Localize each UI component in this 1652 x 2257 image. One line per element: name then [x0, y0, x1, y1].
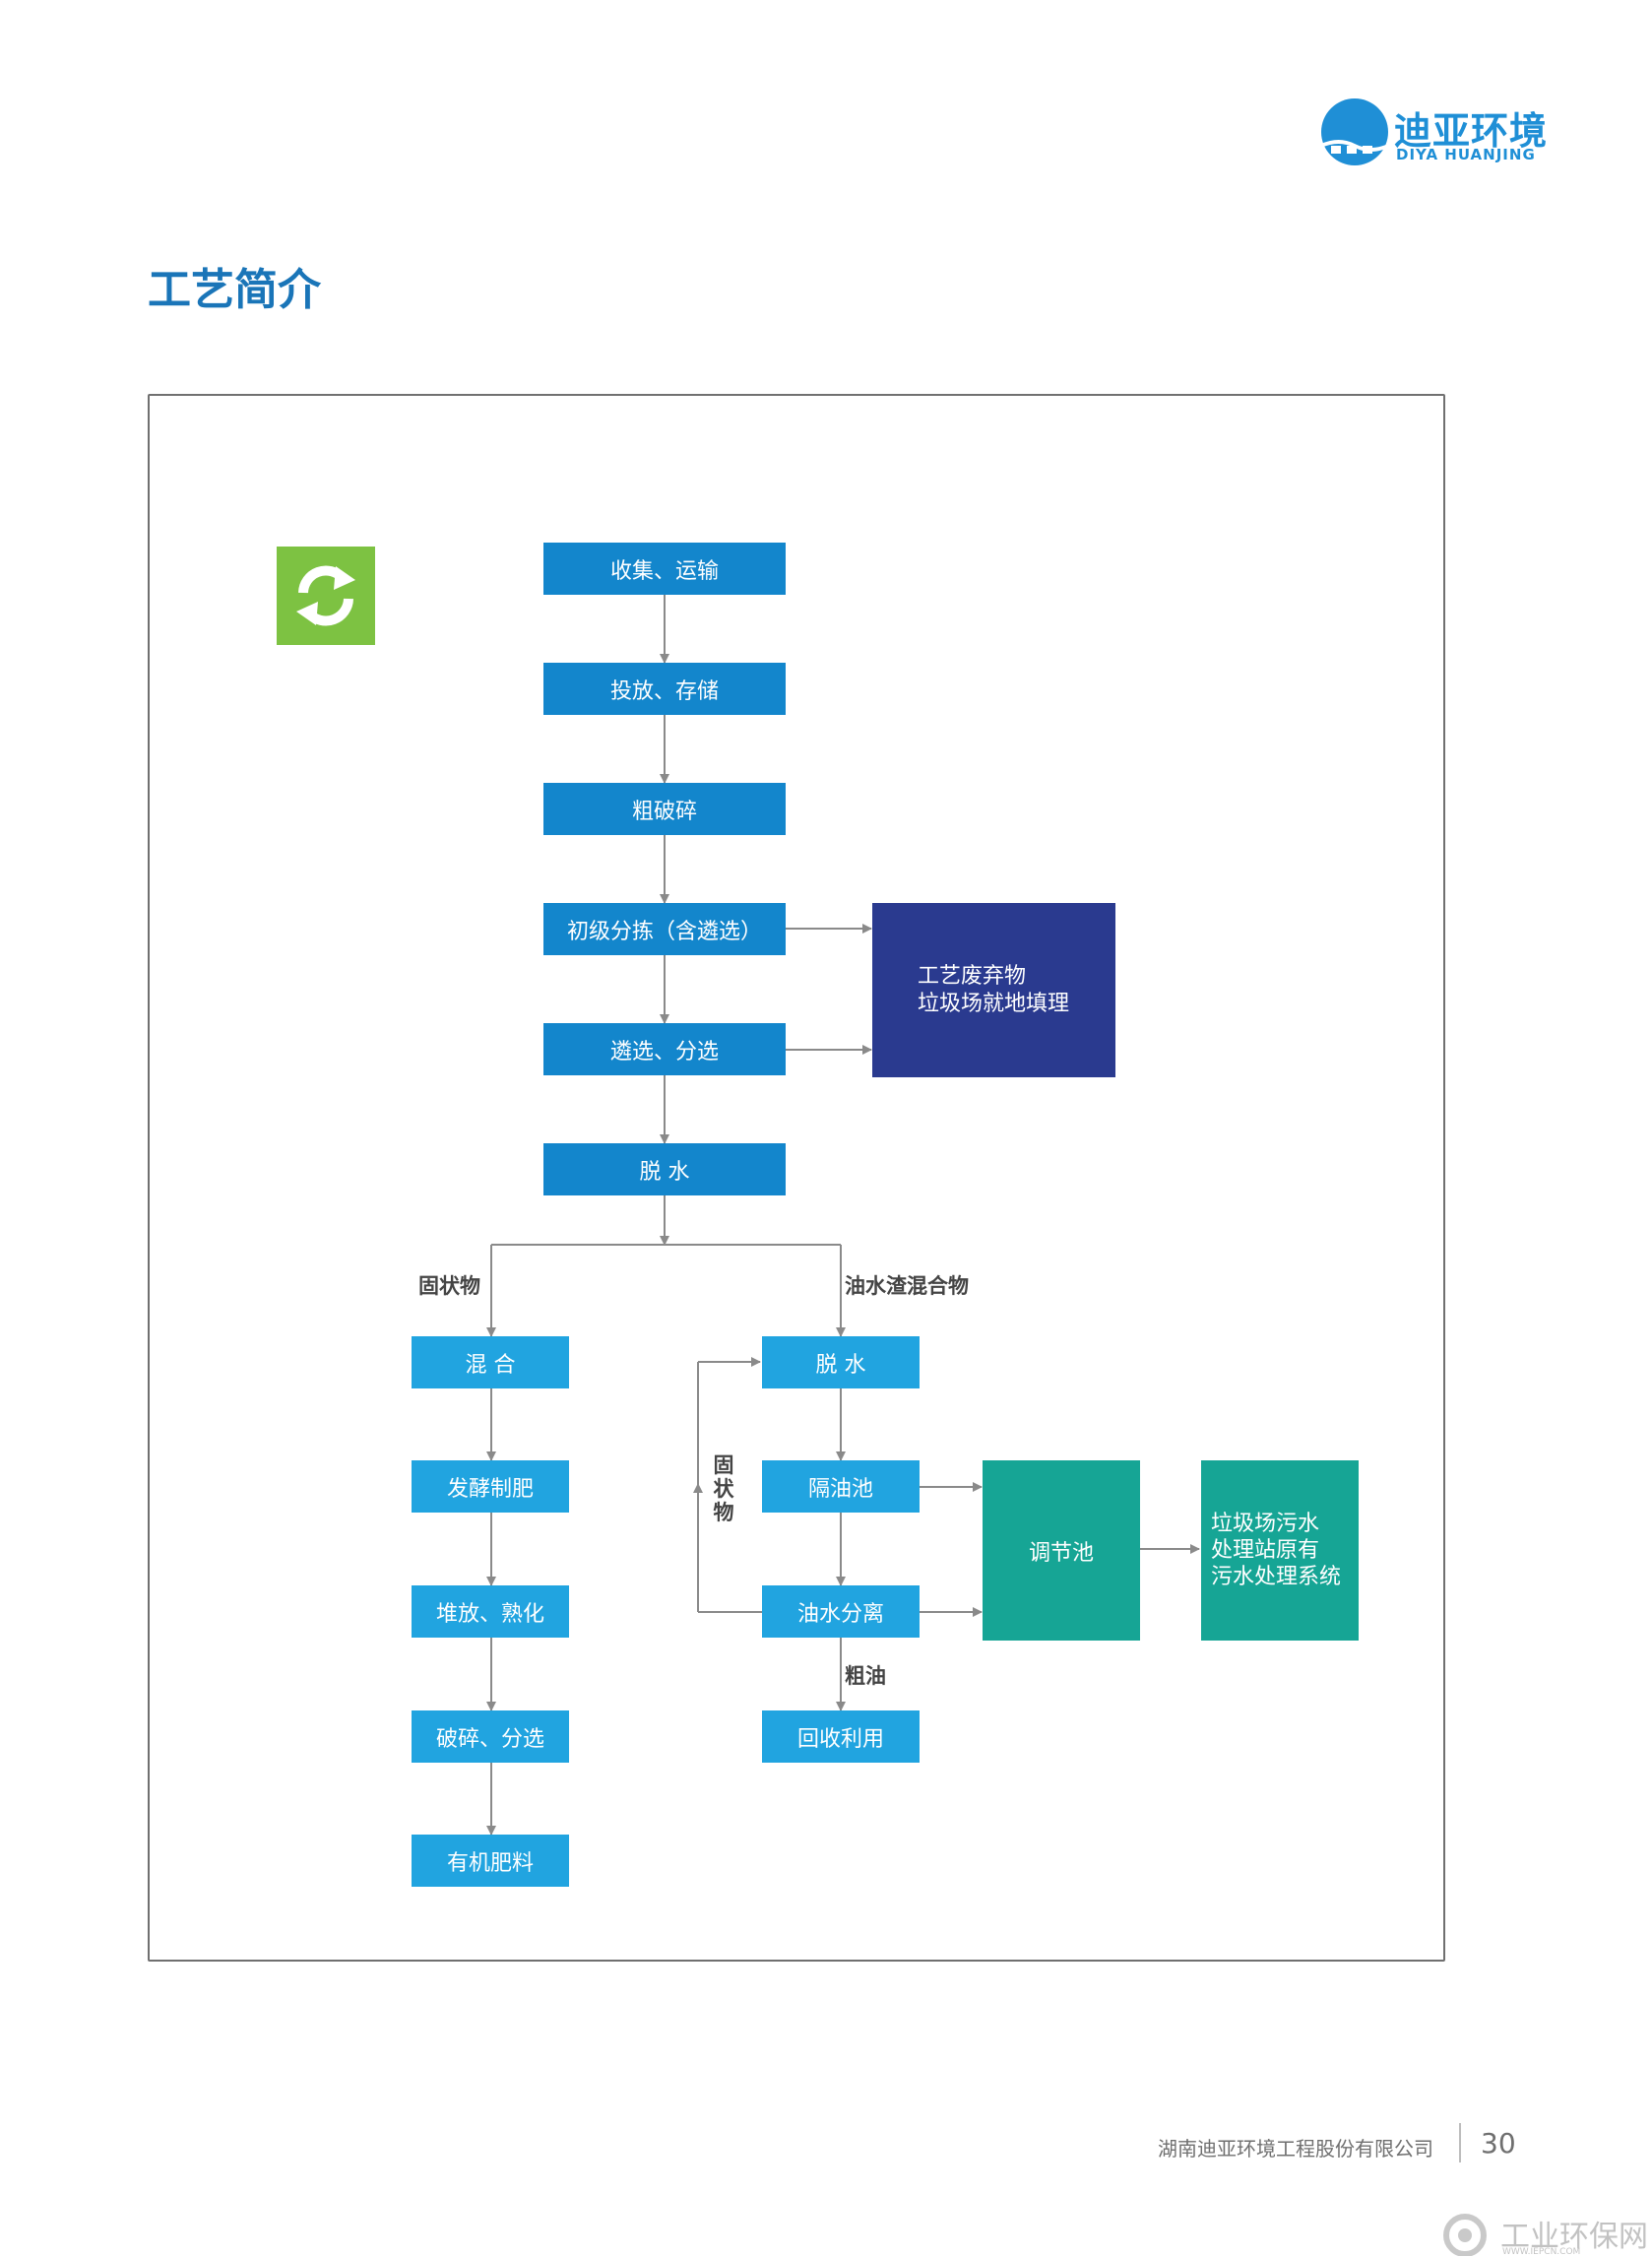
company-logo: 迪亚环境 DIYA HUANJING [1319, 97, 1547, 169]
solid-ferment: 发酵制肥 [412, 1460, 569, 1513]
logo-mark-icon [1321, 98, 1388, 165]
page-title: 工艺简介 [148, 265, 321, 315]
page-number: 30 [1481, 2127, 1516, 2160]
refresh-arrows-icon [296, 565, 355, 626]
watermark-cn: 工业环保网 [1500, 2220, 1648, 2254]
waste-line-2: 垃圾场就地填理 [918, 991, 1070, 1016]
step-collect-transport: 收集、运输 [543, 543, 786, 595]
watermark-en: WWW.IEPCN.COM [1502, 2247, 1581, 2257]
solid-crush-sort: 破碎、分选 [412, 1710, 569, 1763]
treatment-line-3: 污水处理系统 [1211, 1565, 1342, 1589]
label-solid-return: 固状物 [713, 1453, 734, 1524]
oily-dewater: 脱 水 [762, 1336, 920, 1388]
step-select-sort: 遴选、分选 [543, 1023, 786, 1075]
logo-name-cn: 迪亚环境 [1394, 109, 1549, 153]
step-deposit-store: 投放、存储 [543, 663, 786, 715]
treatment-line-2: 处理站原有 [1211, 1538, 1320, 1563]
label-crude-oil: 粗油 [845, 1664, 886, 1688]
process-badge [277, 547, 375, 645]
oily-oil-water-separation: 油水分离 [762, 1585, 920, 1638]
step-dewater: 脱 水 [543, 1143, 786, 1195]
oily-recycle: 回收利用 [762, 1710, 920, 1763]
treatment-line-1: 垃圾场污水 [1211, 1512, 1320, 1536]
watermark: 工业环保网 WWW.IEPCN.COM [1437, 2212, 1652, 2257]
step-primary-sort: 初级分拣（含遴选） [543, 903, 786, 955]
waste-line-1: 工艺废弃物 [918, 963, 1027, 989]
solid-organic-fertilizer: 有机肥料 [412, 1835, 569, 1887]
label-oily-mixture: 油水渣混合物 [845, 1274, 969, 1298]
solid-mix: 混 合 [412, 1336, 569, 1388]
step-coarse-crush: 粗破碎 [543, 783, 786, 835]
footer-company: 湖南迪亚环境工程股份有限公司 [1158, 2137, 1433, 2160]
regulating-tank: 调节池 [983, 1460, 1140, 1641]
label-solid: 固状物 [418, 1274, 480, 1298]
diagram-frame [148, 394, 1445, 1962]
watermark-logo-icon [1443, 2214, 1487, 2256]
logo-name-en: DIYA HUANJING [1396, 146, 1536, 163]
footer-divider [1459, 2123, 1461, 2162]
oily-grease-trap: 隔油池 [762, 1460, 920, 1513]
waste-landfill-box: 工艺废弃物 垃圾场就地填理 [872, 903, 1115, 1077]
solid-stack-mature: 堆放、熟化 [412, 1585, 569, 1638]
treatment-station: 垃圾场污水 处理站原有 污水处理系统 [1201, 1460, 1359, 1641]
